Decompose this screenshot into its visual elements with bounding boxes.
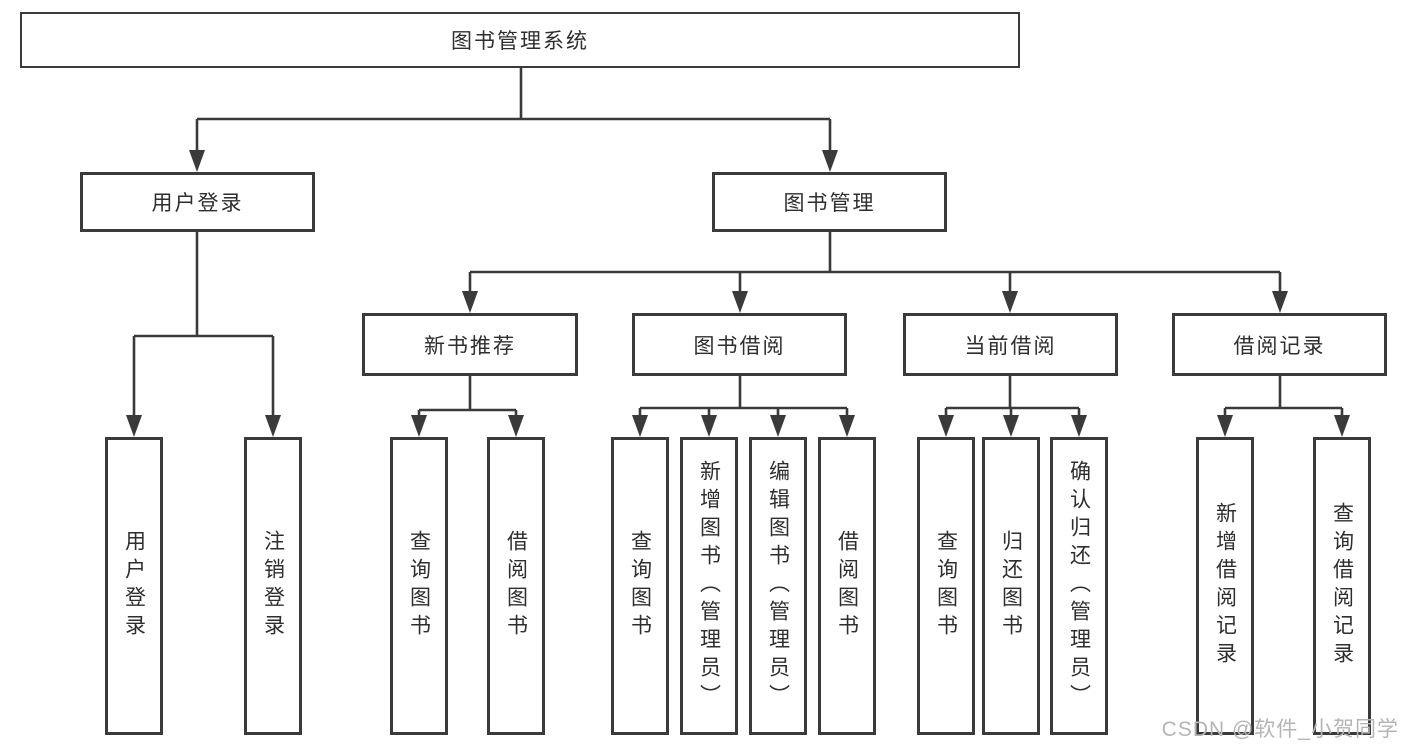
node-query-books-recommend: 查询图书 — [390, 437, 448, 735]
node-user-login-label: 用户登录 — [151, 192, 244, 215]
node-logout-action-label: 注销登录 — [261, 530, 285, 642]
node-query-borrow-record: 查询借阅记录 — [1313, 437, 1371, 735]
node-borrow-books-label: 借阅图书 — [835, 530, 859, 642]
node-add-books-admin: 新增图书（管理员） — [680, 437, 738, 735]
node-query-books-recommend-label: 查询图书 — [407, 530, 431, 642]
node-current-borrow-label: 当前借阅 — [964, 334, 1057, 358]
node-edit-books-admin-label: 编辑图书（管理员） — [766, 460, 790, 712]
node-borrow-records-label: 借阅记录 — [1233, 334, 1326, 358]
node-book-management: 图书管理 — [712, 172, 947, 232]
node-confirm-return-admin-label: 确认归还（管理员） — [1067, 460, 1091, 712]
node-root-label: 图书管理系统 — [451, 30, 589, 53]
node-user-login-action-label: 用户登录 — [122, 530, 146, 642]
node-new-book-recommend-label: 新书推荐 — [424, 334, 516, 358]
node-borrow-books: 借阅图书 — [818, 437, 876, 735]
node-borrow-records: 借阅记录 — [1172, 313, 1387, 376]
node-root: 图书管理系统 — [20, 12, 1020, 68]
node-add-borrow-record-label: 新增借阅记录 — [1213, 502, 1237, 670]
node-query-books-current-label: 查询图书 — [934, 530, 958, 642]
node-book-management-label: 图书管理 — [783, 192, 876, 215]
node-user-login: 用户登录 — [80, 172, 315, 232]
node-book-borrow-label: 图书借阅 — [693, 334, 786, 358]
node-return-books: 归还图书 — [982, 437, 1040, 735]
node-borrow-books-recommend: 借阅图书 — [487, 437, 545, 735]
node-book-borrow: 图书借阅 — [632, 313, 847, 376]
node-query-books-current: 查询图书 — [917, 437, 975, 735]
node-user-login-action: 用户登录 — [105, 437, 163, 735]
node-current-borrow: 当前借阅 — [903, 313, 1118, 376]
node-add-books-admin-label: 新增图书（管理员） — [697, 460, 721, 712]
node-query-books-borrow: 查询图书 — [611, 437, 669, 735]
node-query-books-borrow-label: 查询图书 — [628, 530, 652, 642]
node-edit-books-admin: 编辑图书（管理员） — [749, 437, 807, 735]
csdn-watermark: CSDN @软件_小贺同学 — [1161, 718, 1399, 741]
node-confirm-return-admin: 确认归还（管理员） — [1050, 437, 1108, 735]
node-add-borrow-record: 新增借阅记录 — [1196, 437, 1254, 735]
node-borrow-books-recommend-label: 借阅图书 — [504, 530, 528, 642]
node-return-books-label: 归还图书 — [999, 530, 1023, 642]
node-new-book-recommend: 新书推荐 — [362, 313, 578, 376]
node-logout-action: 注销登录 — [244, 437, 302, 735]
node-query-borrow-record-label: 查询借阅记录 — [1330, 502, 1354, 670]
